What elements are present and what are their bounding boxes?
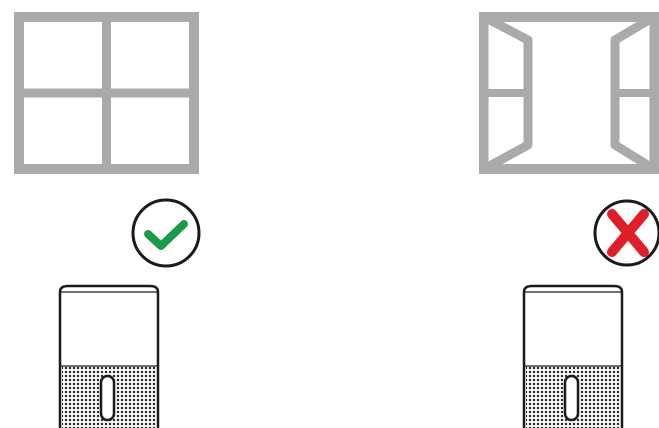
open-window-icon: [484, 17, 654, 169]
cross-icon: [595, 201, 659, 265]
checkmark-icon: [133, 200, 199, 266]
purifier-handle-slot: [565, 376, 578, 420]
air-purifier-icon: [524, 286, 622, 428]
air-purifier-icon: [60, 286, 158, 428]
closed-window-icon: [19, 17, 194, 169]
checkmark-badge-circle: [133, 200, 199, 266]
purifier-handle-slot: [101, 376, 114, 420]
